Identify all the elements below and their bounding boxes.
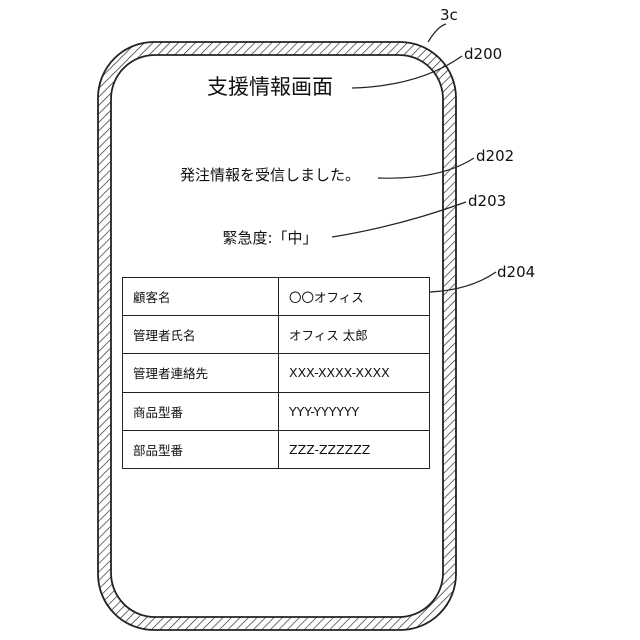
row-key-product-model: 商品型番 — [123, 392, 279, 430]
row-key-customer-name: 顧客名 — [123, 278, 279, 316]
row-value-part-model: ZZZ-ZZZZZZ — [279, 430, 430, 468]
row-key-manager-contact: 管理者連絡先 — [123, 354, 279, 392]
row-value-manager-name: オフィス 太郎 — [279, 316, 430, 354]
table-ref-label: d204 — [497, 263, 535, 281]
table-row: 管理者氏名 オフィス 太郎 — [123, 316, 430, 354]
row-key-part-model: 部品型番 — [123, 430, 279, 468]
notification-message: 発注情報を受信しました。 — [150, 164, 390, 185]
urgency-level: 緊急度:「中」 — [190, 227, 350, 248]
row-key-manager-name: 管理者氏名 — [123, 316, 279, 354]
row-value-manager-contact: XXX-XXXX-XXXX — [279, 354, 430, 392]
title-ref-label: d200 — [464, 45, 502, 63]
row-value-product-model: YYY-YYYYYY — [279, 392, 430, 430]
row-value-customer-name: 〇〇オフィス — [279, 278, 430, 316]
message-ref-label: d202 — [476, 147, 514, 165]
table-row: 部品型番 ZZZ-ZZZZZZ — [123, 430, 430, 468]
leader-line-device — [428, 24, 446, 42]
order-info-table: 顧客名 〇〇オフィス 管理者氏名 オフィス 太郎 管理者連絡先 XXX-XXXX… — [122, 277, 430, 469]
table-row: 商品型番 YYY-YYYYYY — [123, 392, 430, 430]
table-row: 管理者連絡先 XXX-XXXX-XXXX — [123, 354, 430, 392]
device-ref-label: 3c — [440, 6, 458, 24]
screen-title: 支援情報画面 — [160, 71, 380, 101]
table-row: 顧客名 〇〇オフィス — [123, 278, 430, 316]
urgency-ref-label: d203 — [468, 192, 506, 210]
